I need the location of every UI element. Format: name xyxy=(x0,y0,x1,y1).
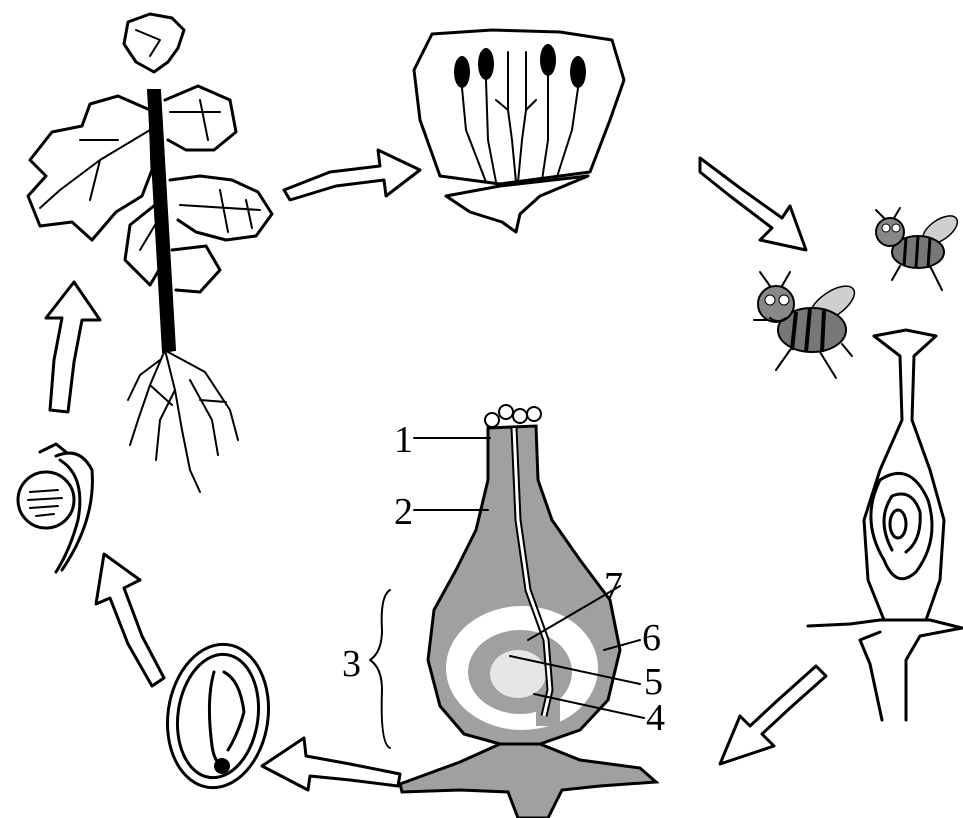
label-4: 4 xyxy=(646,697,665,739)
label-2: 2 xyxy=(394,491,413,533)
arrow-seed-to-germination xyxy=(96,554,164,686)
bee-large-illustration xyxy=(754,272,860,378)
arrow-pollination-to-fertilization xyxy=(720,666,826,764)
label-3: 3 xyxy=(342,643,361,685)
arrow-ovary-to-seed xyxy=(262,738,400,790)
flower-illustration xyxy=(414,30,624,232)
label-1: 1 xyxy=(394,419,413,461)
bee-small-illustration xyxy=(876,208,962,290)
label-7: 7 xyxy=(604,565,623,607)
arrow-plant-to-flower xyxy=(284,150,420,200)
label-6: 6 xyxy=(642,617,661,659)
mature-plant-illustration xyxy=(28,14,272,492)
ovary-longitudinal-section xyxy=(400,405,656,818)
germinating-seed-illustration xyxy=(18,444,92,572)
arrow-flower-to-pollination xyxy=(700,158,806,250)
seed-illustration xyxy=(158,638,277,795)
pistil-illustration xyxy=(808,330,962,720)
arrow-germination-to-plant xyxy=(46,282,100,412)
